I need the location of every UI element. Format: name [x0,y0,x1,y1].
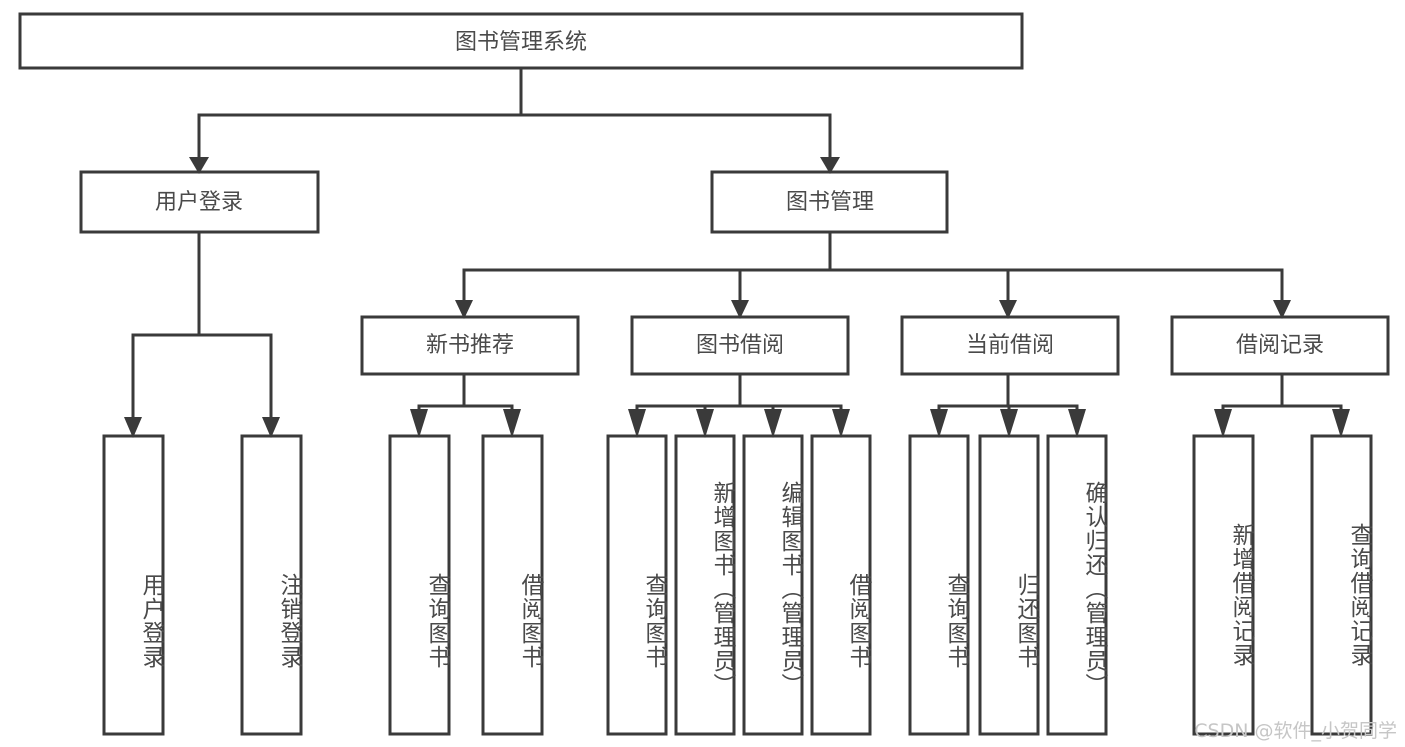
leaf-box-book-borrow-2[interactable] [742,434,804,736]
node-label-user-login: 用户登录 [155,190,243,215]
node-box-user-login[interactable] [79,170,320,234]
leaf-box-current-borrow-2[interactable] [1046,434,1108,736]
leaf-box-book-borrow-1[interactable] [674,434,736,736]
leaf-box-user-login-1[interactable] [240,434,303,736]
leaf-box-user-login-0[interactable] [102,434,165,736]
arrowhead-icon [1332,409,1350,438]
node-box-root[interactable] [18,12,1024,70]
leaf-box-book-borrow-3[interactable] [810,434,872,736]
node-box-current-borrow[interactable] [900,315,1120,376]
leaf-box-book-borrow-0[interactable] [606,434,668,736]
node-box-new-book-recommend[interactable] [360,315,580,376]
arrowhead-icon [731,300,749,319]
node-label-book-management: 图书管理 [786,190,874,215]
connector-root-to-level1 [189,66,840,174]
arrowhead-icon [455,300,473,319]
leaf-box-new-book-0[interactable] [388,434,451,736]
arrowhead-icon [503,409,521,438]
node-label-new-book-recommend: 新书推荐 [426,333,514,358]
leaf-box-borrow-record-1[interactable] [1310,434,1373,736]
connector-bookmgmt-to-level2 [455,230,1291,319]
arrowhead-icon [764,409,782,438]
node-label-borrow-record: 借阅记录 [1236,333,1324,358]
node-label-current-borrow: 当前借阅 [966,333,1054,358]
connector-currentborrow-to-leaves [930,372,1086,438]
arrowhead-icon [999,300,1017,319]
arrowhead-icon [189,157,209,174]
arrowhead-icon [832,409,850,438]
watermark-text: CSDN @软件_小贺同学 [1194,720,1397,742]
connector-userlogin-to-leaves [124,230,280,438]
arrowhead-icon [1000,409,1018,438]
node-box-borrow-record[interactable] [1170,315,1390,376]
arrowhead-icon [1214,409,1232,438]
arrowhead-icon [1068,409,1086,438]
leaf-box-current-borrow-1[interactable] [978,434,1040,736]
connector-newbook-to-leaves [410,372,521,438]
arrowhead-icon [410,409,428,438]
arrowhead-icon [930,409,948,438]
arrowhead-icon [628,409,646,438]
arrowhead-icon [124,417,142,438]
leaf-box-new-book-1[interactable] [481,434,544,736]
connector-borrowrecord-to-leaves [1214,372,1350,438]
node-label-book-borrow: 图书借阅 [696,333,784,358]
leaf-box-current-borrow-0[interactable] [908,434,970,736]
node-label-root: 图书管理系统 [455,30,587,55]
leaf-box-borrow-record-0[interactable] [1192,434,1255,736]
arrowhead-icon [1273,300,1291,319]
arrowhead-icon [262,417,280,438]
arrowhead-icon [696,409,714,438]
arrowhead-icon [820,157,840,174]
connector-bookborrow-to-leaves [628,372,850,438]
